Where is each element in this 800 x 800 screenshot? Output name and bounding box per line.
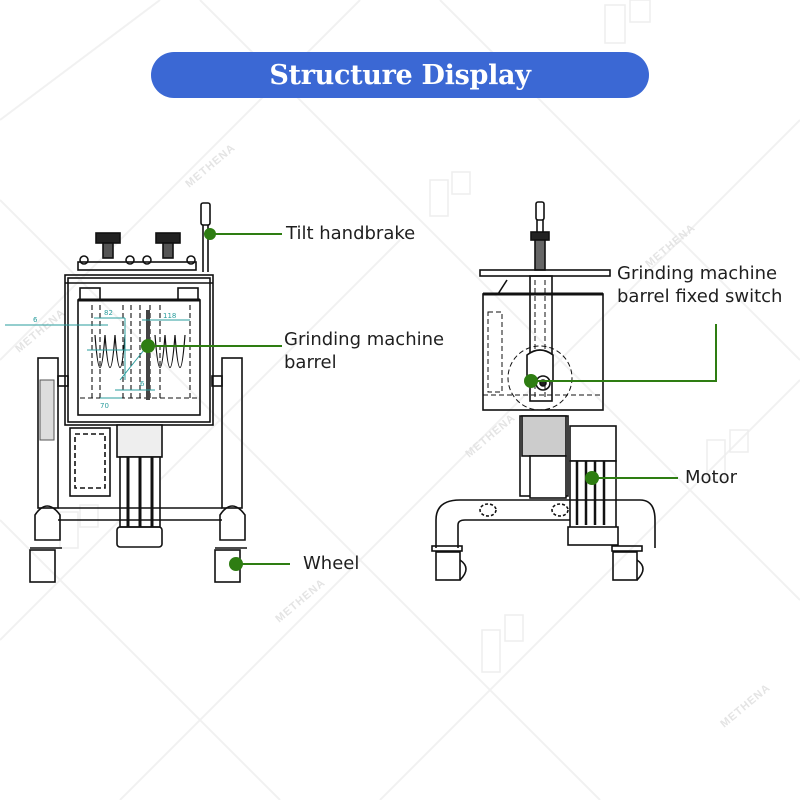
label-barrel-line2: barrel: [284, 352, 337, 373]
front-view: 6 82 118 70 6: [5, 202, 247, 583]
title-banner: Structure Display: [151, 52, 649, 98]
dimension-lines: [5, 317, 190, 399]
side-view: [431, 201, 656, 581]
label-wheel: Wheel: [303, 553, 360, 574]
label-motor: Motor: [685, 467, 738, 488]
label-barrel-line1: Grinding machine: [284, 329, 445, 350]
label-fixed-switch-line1: Grinding machine: [617, 263, 778, 284]
top-knobs: [77, 232, 197, 271]
dimension-label: 70: [100, 402, 109, 410]
label-fixed-switch-line2: barrel fixed switch: [617, 286, 783, 307]
dimension-label: 6: [140, 380, 145, 388]
motor-part: [567, 425, 619, 546]
dimension-label: 118: [163, 312, 176, 320]
tilt-handbrake-part: [200, 202, 211, 272]
label-barrel: Grinding machine barrel: [284, 328, 444, 374]
label-tilt-handbrake: Tilt handbrake: [286, 223, 416, 244]
dimension-label: 82: [104, 309, 113, 317]
barrel-part: [77, 287, 201, 416]
dimension-label: 6: [33, 316, 38, 324]
label-fixed-switch: Grinding machine barrel fixed switch: [617, 262, 782, 308]
page-title: Structure Display: [269, 59, 531, 91]
